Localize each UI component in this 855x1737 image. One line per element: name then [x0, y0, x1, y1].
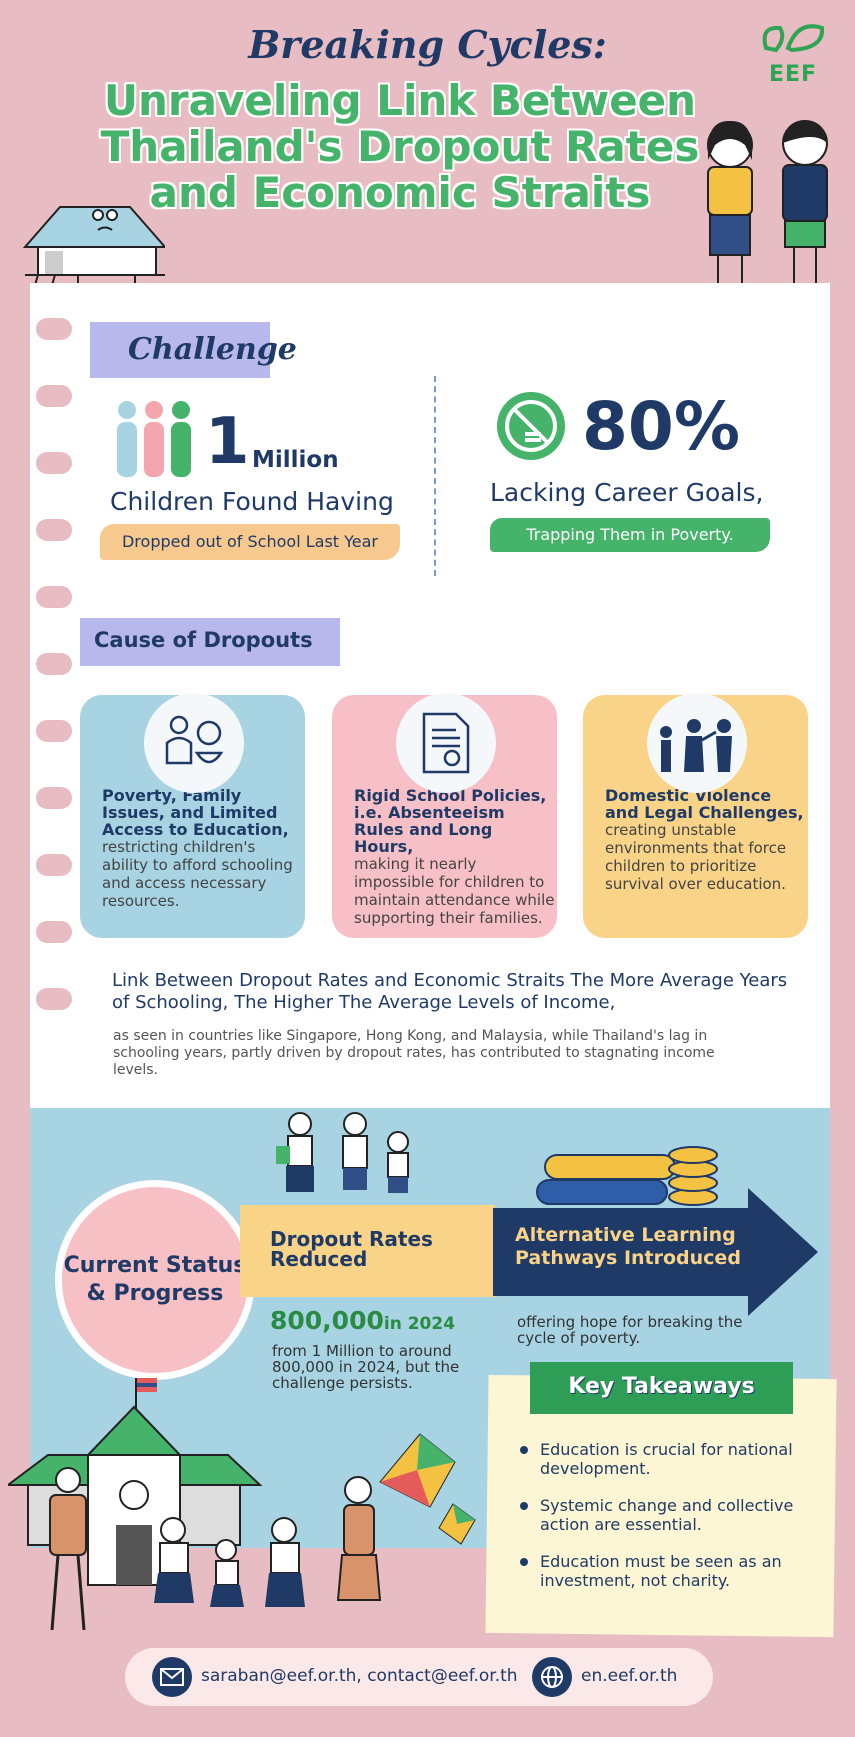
takeaway-item: Systemic change and collective action ar…	[520, 1496, 820, 1534]
eef-logo: EEF	[758, 18, 828, 87]
no-goals-icon	[497, 392, 565, 460]
cause-card-policies: Rigid School Policies, i.e. Absenteeism …	[332, 693, 557, 938]
challenge-divider	[434, 376, 436, 576]
link-title: Link Between Dropout Rates and Economic …	[112, 970, 788, 1013]
challenge-tag: Challenge	[90, 322, 297, 378]
students-illustration	[276, 1112, 409, 1193]
children-icon	[117, 401, 191, 477]
school-illustration	[8, 1378, 382, 1631]
kites-illustration	[379, 1433, 476, 1545]
cause-2-bold: Rigid School Policies, i.e. Absenteeism …	[354, 786, 547, 856]
conflict-icon	[647, 693, 747, 793]
cause-1-text: restricting children's ability to afford…	[102, 838, 293, 910]
contact-footer: saraban@eef.or.th, contact@eef.or.th en.…	[125, 1648, 713, 1706]
logo-text: EEF	[768, 62, 818, 87]
website-link[interactable]: en.eef.or.th	[581, 1666, 678, 1686]
takeaways-list: Education is crucial for national develo…	[520, 1440, 820, 1608]
link-body: as seen in countries like Singapore, Hon…	[113, 1028, 715, 1078]
pathways-arrow	[493, 1188, 818, 1316]
cause-card-poverty: Poverty, Family Issues, and Limited Acce…	[80, 693, 305, 938]
kids-illustration	[707, 120, 828, 293]
header-subtitle: Breaking Cycles:	[248, 22, 607, 67]
takeaway-item: Education is crucial for national develo…	[520, 1440, 820, 1478]
cause-3-bold: Domestic Violence and Legal Challenges,	[605, 786, 804, 822]
cause-1-bold: Poverty, Family Issues, and Limited Acce…	[102, 786, 289, 839]
challenge-line: Children Found Having	[110, 487, 394, 516]
email-icon	[152, 1657, 192, 1697]
notebook-rings	[36, 318, 72, 1055]
header-title: Unraveling Link Between Thailand's Dropo…	[100, 76, 700, 217]
pathways-label: Alternative Learning Pathways Introduced	[515, 1224, 741, 1269]
challenge-percent: 80%	[582, 388, 740, 465]
dropout-note: from 1 Million to around 800,000 in 2024…	[272, 1342, 460, 1392]
dropout-number: 800,000in 2024	[270, 1306, 455, 1335]
poverty-icon	[144, 693, 244, 793]
takeaways-tag: Key Takeaways	[530, 1362, 793, 1414]
contact-emails[interactable]: saraban@eef.or.th, contact@eef.or.th	[201, 1666, 518, 1686]
challenge-number: 1	[205, 405, 250, 479]
takeaway-item: Education must be seen as an investment,…	[520, 1552, 820, 1590]
dropout-number-value: 800,000	[270, 1306, 384, 1335]
document-icon	[396, 693, 496, 793]
globe-icon	[532, 1657, 572, 1697]
status-circle: Current Status & Progress	[55, 1180, 255, 1380]
cause-card-violence: Domestic Violence and Legal Challenges, …	[583, 693, 808, 938]
offer-note: offering hope for breaking the cycle of …	[517, 1313, 743, 1347]
eef-logo-icon	[762, 24, 825, 53]
dropout-number-suffix: in 2024	[383, 1314, 456, 1334]
challenge-right-highlight: Trapping Them in Poverty.	[490, 518, 770, 552]
challenge-highlight: Dropped out of School Last Year	[100, 524, 400, 560]
cause-3-text: creating unstable environments that forc…	[605, 821, 787, 893]
dropout-reduced-label: Dropout Rates Reduced	[240, 1205, 495, 1297]
challenge-unit: Million	[252, 447, 339, 473]
books-coins-illustration	[536, 1146, 718, 1206]
cause-2-text: making it nearly impossible for children…	[354, 855, 555, 927]
cause-tag: Cause of Dropouts	[80, 618, 340, 666]
challenge-right-line: Lacking Career Goals,	[490, 478, 764, 507]
house-illustration	[22, 206, 165, 296]
